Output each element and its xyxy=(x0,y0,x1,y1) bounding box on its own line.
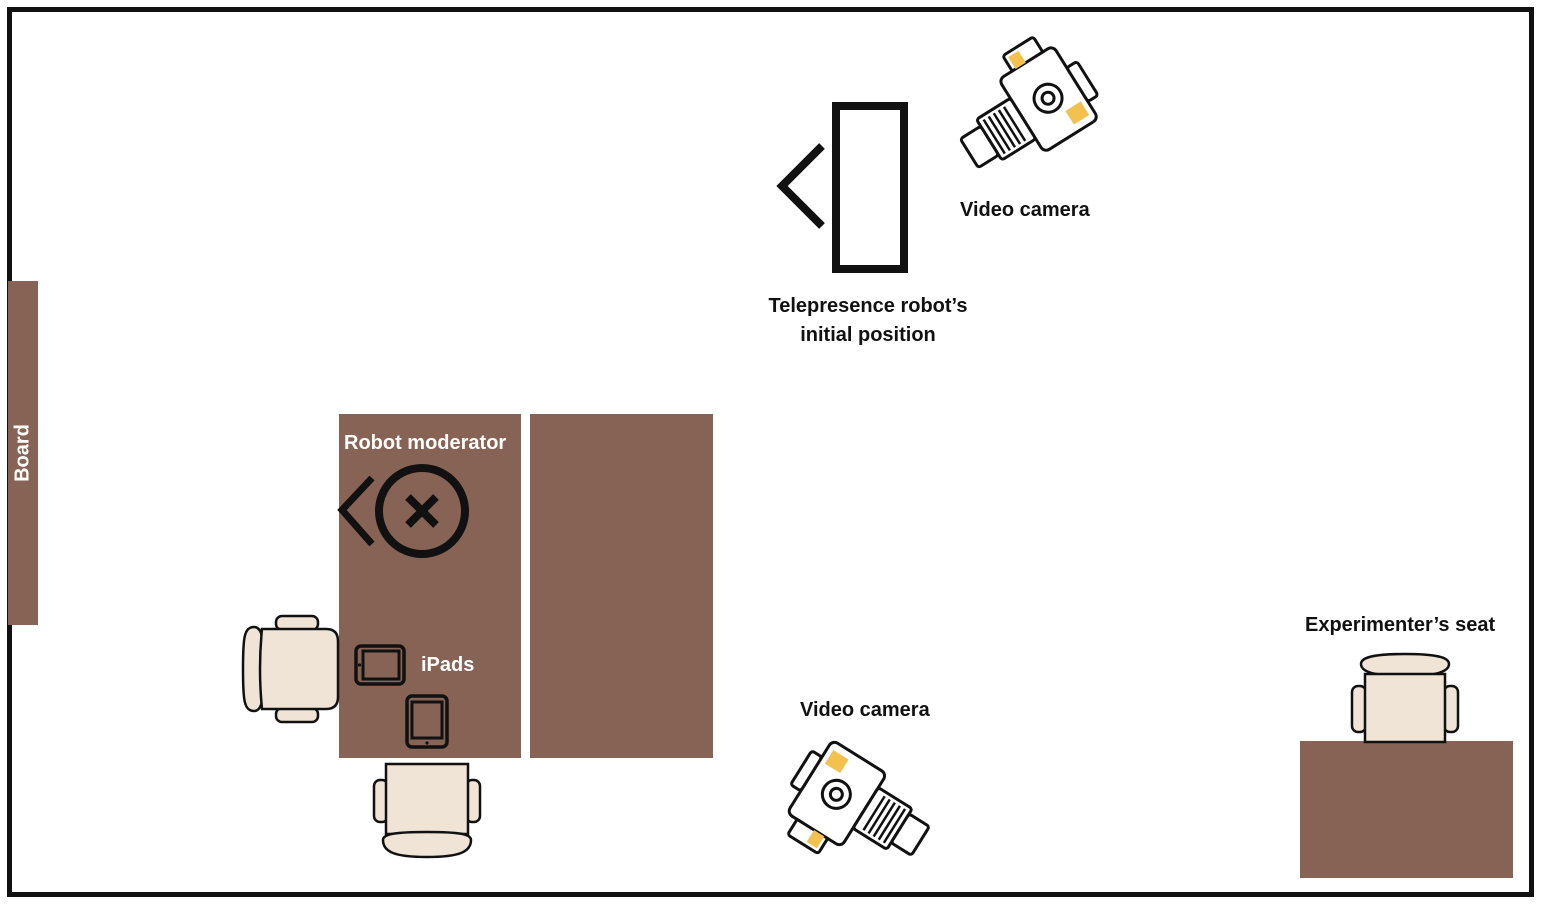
chair-icon-experimenter xyxy=(1350,652,1460,744)
tablet-icon-horizontal xyxy=(354,644,406,686)
video-camera-top-label: Video camera xyxy=(960,199,1090,221)
experimenter-seat-label: Experimenter’s seat xyxy=(1305,614,1496,636)
board-label: Board xyxy=(11,424,34,482)
board xyxy=(8,281,38,625)
table-right xyxy=(530,414,713,758)
chair-icon-bottom xyxy=(372,762,482,859)
tablet-icon-vertical xyxy=(405,694,449,749)
video-camera-icon-bottom xyxy=(787,740,930,856)
experimenter-desk xyxy=(1300,741,1513,878)
chair-icon-left xyxy=(241,614,340,724)
telepresence-label-line2: initial position xyxy=(800,324,936,346)
robot-moderator-label: Robot moderator xyxy=(344,432,507,454)
video-camera-icon-top xyxy=(959,36,1099,169)
telepresence-robot-icon xyxy=(776,102,908,273)
robot-moderator-icon xyxy=(337,464,469,558)
video-camera-bottom-label: Video camera xyxy=(800,699,930,721)
telepresence-label-line1: Telepresence robot’s xyxy=(768,295,968,317)
telepresence-label: Telepresence robot’s initial position xyxy=(762,292,974,350)
ipads-label: iPads xyxy=(421,654,475,676)
